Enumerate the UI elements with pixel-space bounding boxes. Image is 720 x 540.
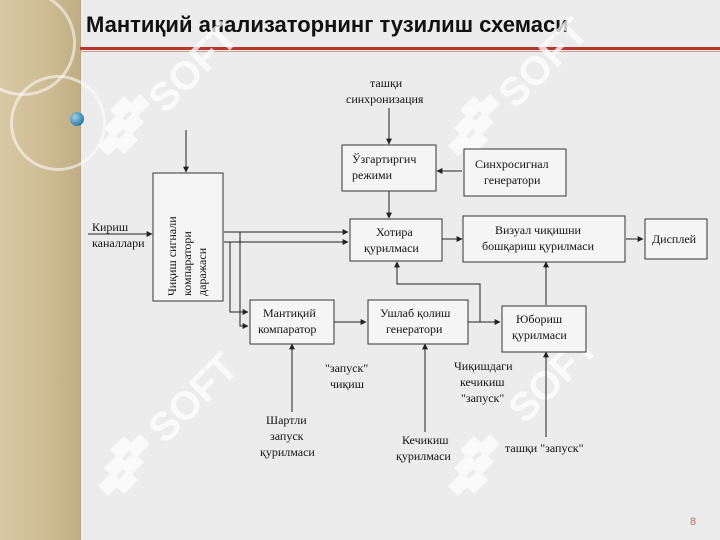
box-xotira-qurilmasi xyxy=(349,218,443,262)
diagram-connectors xyxy=(88,108,644,437)
watermark-text: SOFT xyxy=(140,15,247,122)
watermark-logo-icon xyxy=(98,434,150,496)
box-mantiqiy-komparator xyxy=(249,299,335,345)
annotation-shartli-zapusk: Шартли запуск қурилмаси xyxy=(260,413,315,459)
bullet-dot-icon xyxy=(70,112,84,126)
node-label-mantiqiy-comp: Мантиқий компаратор xyxy=(258,306,319,336)
annotation-kechikish-qurilmasi: Кечикиш қурилмаси xyxy=(396,433,452,463)
node-label-uzgartirgich: Ўзгартиргич режими xyxy=(352,152,419,182)
annotation-tashki-sinxronizatsiya: ташқи синхронизация xyxy=(346,76,424,106)
box-vizual-chiqish xyxy=(462,215,626,263)
annotation-zapusk-chiqish: "запуск" чиқиш xyxy=(325,361,371,391)
node-label-sinxro-gen: Синхросигнал генератори xyxy=(475,157,552,187)
node-label-displey: Дисплей xyxy=(652,232,697,246)
box-ushlab-qolish-generatori xyxy=(367,299,469,345)
page-number: 8 xyxy=(690,516,697,528)
watermark-group-top-right: SOFT xyxy=(448,10,597,156)
node-label-vizual: Визуал чиқишни бошқариш қурилмаси xyxy=(482,223,595,253)
watermark-text: SOFT xyxy=(140,345,247,452)
edge-level-to-comparator-1 xyxy=(229,242,249,315)
watermark-group-top-left: SOFT xyxy=(98,15,247,156)
box-sinxrosignal-generatori xyxy=(463,148,567,197)
node-label-kirish: Кириш каналлари xyxy=(92,220,145,250)
watermark-group-bottom-left: SOFT xyxy=(98,345,247,496)
watermark-logo-icon xyxy=(98,94,150,156)
node-label-yuborish: Юбориш қурилмаси xyxy=(512,312,567,342)
box-displey xyxy=(644,218,708,260)
annotation-tashki-zapusk: ташқи "запуск" xyxy=(505,441,584,455)
watermark-text: SOFT xyxy=(490,10,597,117)
annotation-chiqishdagi-kechikish: Чиқишдаги кечикиш "запуск" xyxy=(454,359,516,405)
title-underline xyxy=(80,47,720,50)
node-label-comparator-level: Чиқиш сигнали компаратори даражаси xyxy=(165,213,209,296)
slide-title: Мантиқий анализаторнинг тузилиш схемаси xyxy=(86,12,569,37)
title-underline-thin xyxy=(80,51,720,52)
box-yuborish-qurilmasi xyxy=(501,305,587,353)
node-label-ushlab: Ушлаб қолиш генератори xyxy=(380,306,453,336)
edge-send-to-memory xyxy=(394,261,500,323)
box-chiqish-signali-komparatori xyxy=(152,172,224,302)
node-label-xotira: Хотира қурилмаси xyxy=(364,225,419,255)
edge-level-to-comparator-2 xyxy=(239,232,249,329)
sidebar-arc-middle xyxy=(10,75,106,171)
watermark-logo-icon xyxy=(448,94,500,156)
box-uzgartirgich-rejimi xyxy=(341,144,437,192)
watermark-logo-icon xyxy=(448,434,500,496)
decorative-sidebar xyxy=(0,0,106,540)
